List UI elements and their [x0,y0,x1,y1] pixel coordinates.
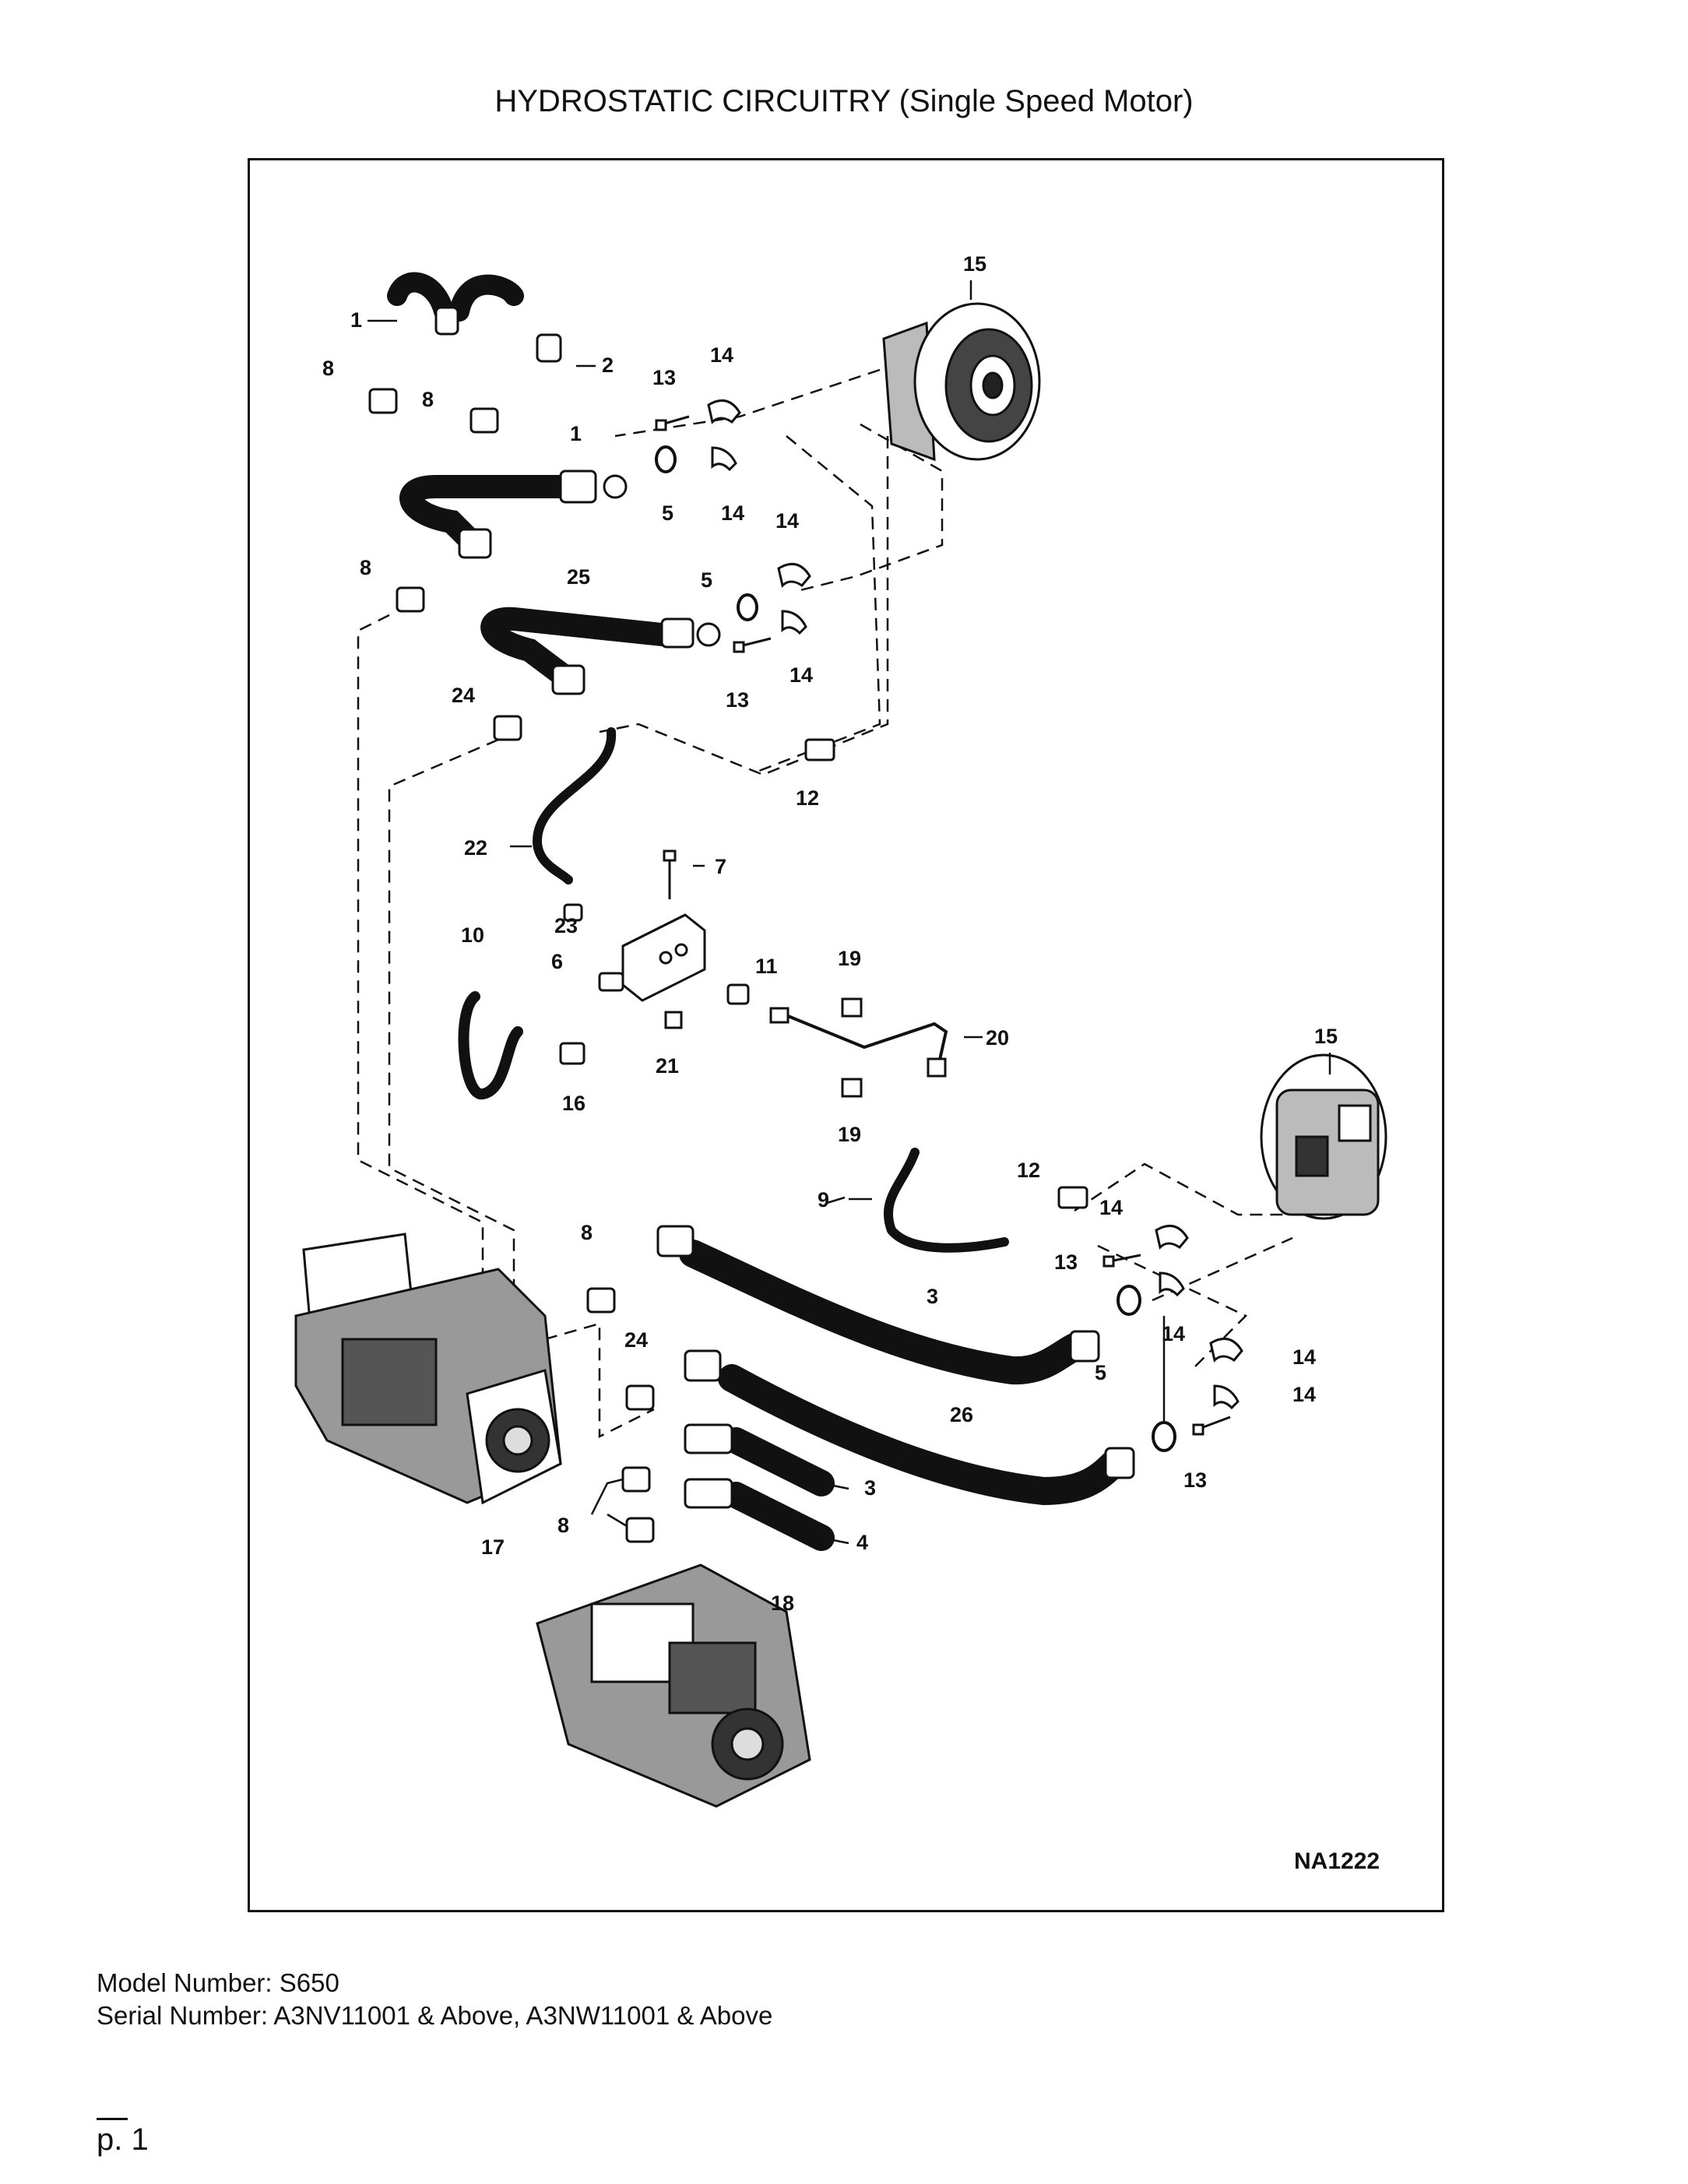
hose-fittings [434,306,1135,1509]
callout-24: 24 [624,1328,648,1352]
page-title: HYDROSTATIC CIRCUITRY (Single Speed Moto… [494,84,1194,118]
o-rings [655,445,1176,1452]
callout-17: 17 [481,1535,505,1559]
callout-18: 18 [771,1591,794,1615]
callout-14: 14 [775,509,799,533]
callout-14: 14 [1162,1322,1185,1345]
callout-14: 14 [789,663,813,687]
page-number: p. 1 [97,2122,149,2157]
callout-14: 14 [1099,1196,1123,1219]
diagram-frame [248,158,1444,1912]
valve-block [598,913,706,1029]
drive-motor-upper [882,302,1041,462]
hoses [387,272,1127,1551]
callout-12: 12 [796,786,819,810]
callout-24: 24 [452,684,475,707]
hydrostatic-pump [294,1233,562,1505]
callout-8: 8 [581,1221,593,1244]
bolts [655,415,1231,1436]
callout-21: 21 [656,1054,679,1078]
callout-15: 15 [963,252,986,276]
flange-clamps [707,399,1243,1410]
callout-8: 8 [557,1514,569,1537]
callout-26: 26 [950,1403,973,1426]
callout-8: 8 [360,556,371,579]
callout-23: 23 [554,914,578,937]
callout-14: 14 [710,343,733,367]
serial-number-line: Serial Number: A3NV11001 & Above, A3NW11… [97,2001,773,2030]
adapter-fittings [368,388,1088,1543]
callout-19: 19 [838,947,861,970]
callout-4: 4 [856,1531,868,1554]
callout-10: 10 [461,923,484,947]
leader-lines [367,280,1331,1545]
callout-11: 11 [755,955,778,978]
callout-9: 9 [818,1188,829,1212]
callout-15: 15 [1314,1025,1338,1048]
callout-20: 20 [986,1026,1009,1050]
callout-6: 6 [551,950,563,973]
callout-19: 19 [838,1123,861,1146]
callout-3: 3 [927,1285,938,1308]
callout-5: 5 [701,568,712,592]
callout-labels: 15 1 2 8 8 13 14 1 5 14 14 8 25 5 14 13 … [322,252,1338,1615]
model-number-line: Model Number: S650 [97,1968,339,1997]
pump-alternate-view [536,1563,811,1808]
callout-13: 13 [726,688,749,712]
callout-2: 2 [602,353,614,377]
callout-1: 1 [350,308,362,332]
callout-1: 1 [570,422,582,445]
callout-7: 7 [715,855,726,878]
callout-5: 5 [662,501,673,525]
callout-8: 8 [322,357,334,380]
tube-assembly [769,997,948,1098]
page-number-rule [97,2118,128,2120]
drive-motor-lower [1260,1053,1387,1220]
callout-12: 12 [1017,1159,1040,1182]
callout-13: 13 [1054,1250,1078,1274]
callout-14: 14 [721,501,744,525]
callout-25: 25 [567,565,590,589]
callout-13: 13 [1183,1468,1207,1492]
callout-5: 5 [1095,1361,1106,1384]
callout-8: 8 [422,388,434,411]
figure-code: NA1222 [1294,1848,1380,1874]
callout-16: 16 [562,1092,586,1115]
callout-3: 3 [864,1476,876,1500]
callout-13: 13 [652,366,676,389]
callout-14: 14 [1292,1383,1316,1406]
callout-22: 22 [464,836,487,860]
callout-14: 14 [1292,1345,1316,1369]
